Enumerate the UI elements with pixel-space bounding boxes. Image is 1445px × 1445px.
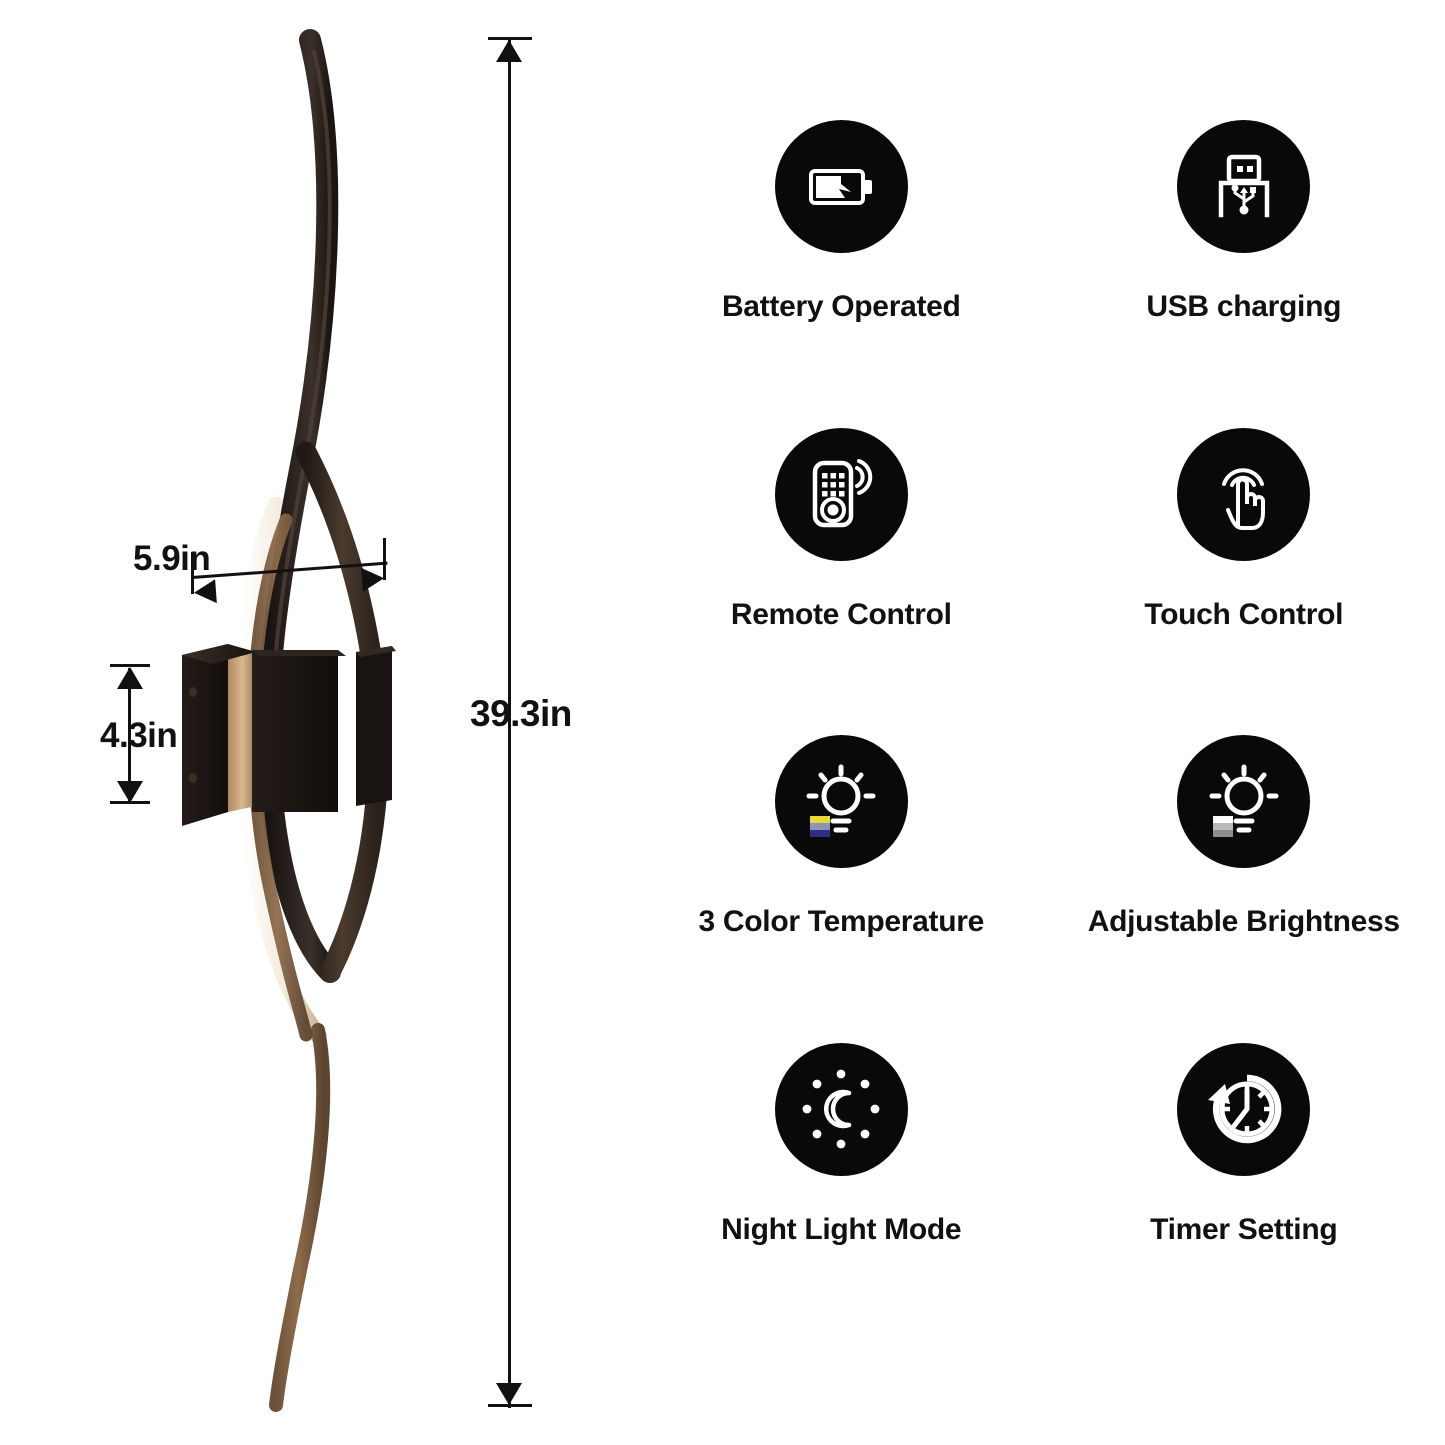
feature-grid: Battery Operated USB char: [640, 120, 1445, 1350]
feature-icon-badge: [774, 735, 908, 868]
feature-usb-charging: USB charging: [1043, 120, 1445, 428]
feature-label: Remote Control: [730, 597, 952, 631]
feature-night-light-mode: Night Light Mode: [640, 1042, 1043, 1351]
feature-icon-badge: [1177, 120, 1311, 253]
feature-timer-setting: Timer Setting: [1043, 1042, 1445, 1351]
height-dimension-label: 39.3in: [470, 693, 572, 734]
base-dim-cap-top: [110, 664, 150, 667]
feature-icon-badge: [774, 427, 908, 561]
feature-label: Adjustable Brightness: [1087, 905, 1400, 938]
height-dim-arrow-bottom: [496, 1383, 522, 1405]
base-height-dimension-label: 4.3in: [100, 716, 178, 755]
feature-icon-badge: [1177, 735, 1311, 868]
feature-label: 3 Color Temperature: [698, 905, 985, 938]
product-image-panel: 39.3in 5.9in 4.3in: [0, 0, 620, 1445]
battery-charging-icon: [809, 168, 873, 205]
feature-icon-badge: [1177, 427, 1311, 561]
feature-label: Night Light Mode: [721, 1212, 962, 1246]
moon-night-light-icon: [802, 1069, 880, 1149]
width-dim-cap-left: [191, 552, 194, 594]
feature-remote-control: Remote Control: [640, 427, 1043, 736]
color-temperature-swatch: [810, 815, 831, 837]
base-dim-cap-bottom: [110, 801, 150, 804]
feature-label: Battery Operated: [721, 290, 961, 323]
wall-sconce-illustration: [182, 29, 396, 1412]
usb-plug-icon: [1218, 154, 1269, 217]
width-dim-cap-right: [383, 538, 386, 580]
height-dim-line: [508, 38, 511, 1408]
clock-timer-icon: [1207, 1074, 1282, 1144]
feature-icon-badge: [774, 120, 908, 253]
base-dim-arrow-bottom: [117, 781, 143, 803]
width-dim-arrow-left: [193, 579, 217, 605]
brightness-swatch: [1212, 815, 1233, 837]
feature-icon-badge: [774, 1042, 908, 1176]
feature-icon-badge: [1177, 1042, 1311, 1176]
feature-color-temperature: 3 Color Temperature: [640, 735, 1043, 1043]
remote-control-icon: [813, 459, 873, 528]
feature-battery-operated: Battery Operated: [640, 120, 1043, 428]
base-dim-line: [128, 668, 131, 804]
feature-touch-control: Touch Control: [1043, 427, 1445, 736]
width-dimension-label: 5.9in: [133, 539, 211, 578]
feature-label: Timer Setting: [1150, 1212, 1338, 1246]
feature-adjustable-brightness: Adjustable Brightness: [1043, 735, 1445, 1043]
feature-label: Touch Control: [1144, 597, 1344, 631]
height-dim-cap-bottom: [488, 1404, 532, 1407]
bulb-color-temperature-icon: [806, 764, 876, 837]
touch-hand-icon: [1221, 468, 1265, 530]
width-dim-arrow-right: [361, 566, 385, 592]
feature-label: USB charging: [1146, 290, 1342, 323]
bulb-brightness-icon: [1209, 764, 1279, 837]
